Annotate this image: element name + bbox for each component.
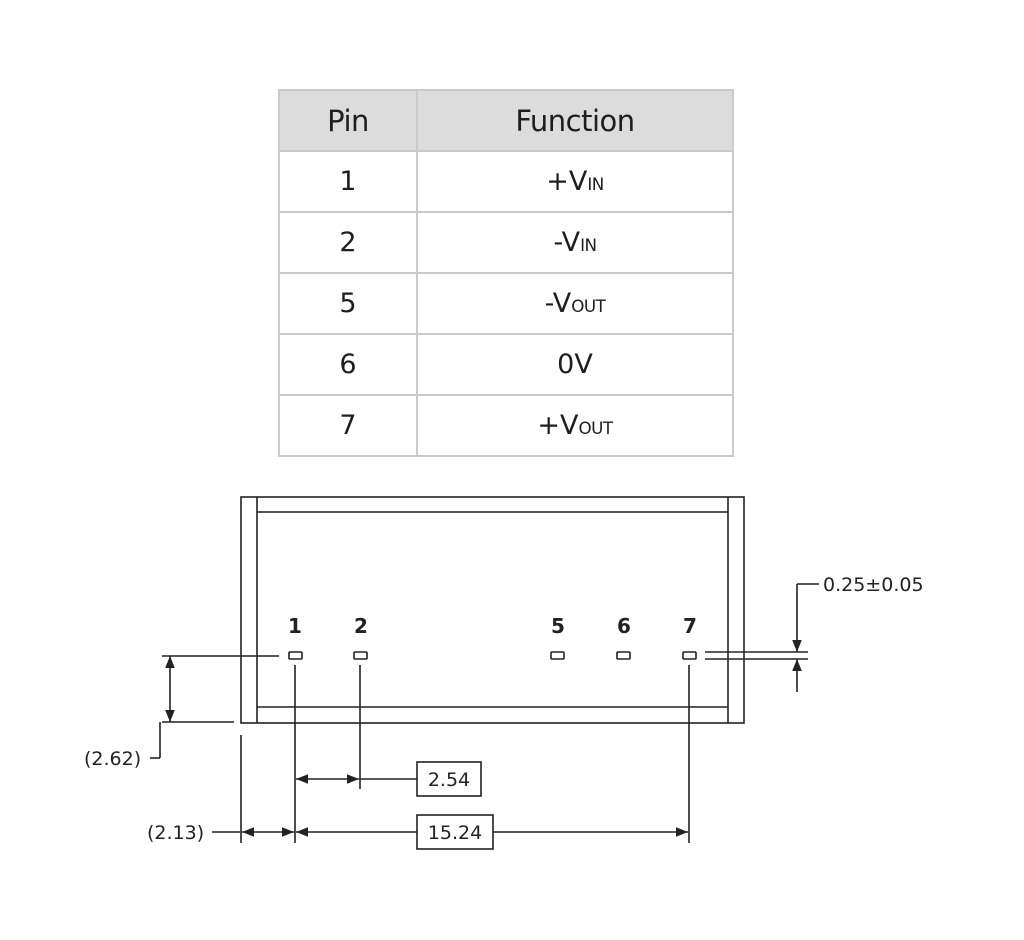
function-subscript: IN bbox=[587, 174, 604, 194]
function-subscript: OUT bbox=[571, 296, 606, 316]
function-main: 0V bbox=[557, 349, 593, 380]
pitch-label-box bbox=[416, 761, 482, 797]
function-subscript: OUT bbox=[578, 418, 613, 438]
function-cell: -VOUT bbox=[416, 272, 734, 335]
pin-label-5: 5 bbox=[551, 614, 565, 638]
pin-number-cell: 1 bbox=[278, 150, 418, 213]
pin-number-cell: 5 bbox=[278, 272, 418, 335]
function-subscript: IN bbox=[580, 235, 597, 255]
pin-number-cell: 7 bbox=[278, 394, 418, 457]
table-row: 6 0V bbox=[278, 333, 734, 396]
pin-1 bbox=[288, 651, 303, 660]
pin-label-6: 6 bbox=[617, 614, 631, 638]
pin-label-2: 2 bbox=[354, 614, 368, 638]
pin-7 bbox=[682, 651, 697, 660]
function-cell: -VIN bbox=[416, 211, 734, 274]
function-cell: +VOUT bbox=[416, 394, 734, 457]
function-main: -V bbox=[553, 227, 581, 258]
table-row: 1 +VIN bbox=[278, 150, 734, 213]
function-main: +V bbox=[537, 410, 579, 441]
table-row: 5 -VOUT bbox=[278, 272, 734, 335]
span-label: 15.24 bbox=[428, 822, 482, 844]
function-main: -V bbox=[544, 288, 572, 319]
table-row: 7 +VOUT bbox=[278, 394, 734, 457]
pin-column-header: Pin bbox=[278, 89, 418, 152]
pin-2 bbox=[353, 651, 368, 660]
function-cell: +VIN bbox=[416, 150, 734, 213]
pin-label-1: 1 bbox=[288, 614, 302, 638]
function-cell: 0V bbox=[416, 333, 734, 396]
pin-number-cell: 6 bbox=[278, 333, 418, 396]
function-main: +V bbox=[546, 166, 588, 197]
pin-6 bbox=[616, 651, 631, 660]
pin-number-cell: 2 bbox=[278, 211, 418, 274]
pin-label-7: 7 bbox=[683, 614, 697, 638]
pin-function-table: Pin Function 1 +VIN 2 -VIN 5 -VOUT 6 0V … bbox=[278, 89, 734, 457]
table-row: 2 -VIN bbox=[278, 211, 734, 274]
pin-pitch-label: 2.54 bbox=[428, 769, 470, 791]
edge-offset-label: (2.13) bbox=[147, 822, 204, 844]
package-outline bbox=[240, 496, 745, 724]
pin-height-label: (2.62) bbox=[84, 748, 141, 770]
pin-thickness-label: 0.25±0.05 bbox=[823, 574, 924, 596]
table-header-row: Pin Function bbox=[278, 89, 734, 152]
pin-5 bbox=[550, 651, 565, 660]
function-column-header: Function bbox=[416, 89, 734, 152]
